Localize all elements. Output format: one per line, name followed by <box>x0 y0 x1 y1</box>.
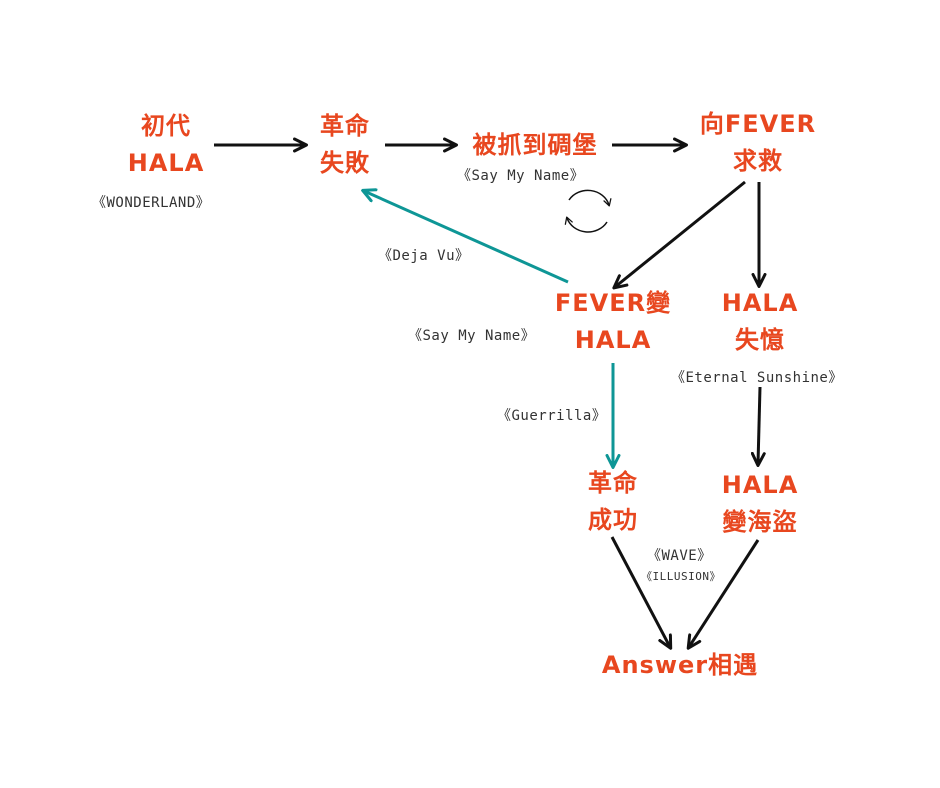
label-wonderland: 《WONDERLAND》 <box>92 195 211 211</box>
arrow-pirate-to-answer <box>686 539 760 650</box>
label-guerrilla: 《Guerrilla》 <box>497 408 607 424</box>
node-revolution-fail: 革命 失敗 <box>320 112 370 177</box>
node-fever-rescue: 向FEVER 求救 <box>699 110 817 175</box>
arrow-fever-hala-to-fail <box>361 188 569 284</box>
label-wave: 《WAVE》 <box>647 548 712 564</box>
node-captured-castle: 被抓到碉堡 <box>472 131 598 159</box>
label-say-my-name-top: 《Say My Name》 <box>457 168 585 184</box>
label-deja-vu: 《Deja Vu》 <box>378 248 470 264</box>
arrow-rescue-to-fever-hala <box>612 180 746 290</box>
arrow-success-to-answer <box>610 536 673 650</box>
node-answer-meet: Answer相遇 <box>601 651 759 679</box>
label-illusion: 《ILLUSION》 <box>641 570 721 583</box>
label-eternal-sunshine: 《Eternal Sunshine》 <box>671 370 843 386</box>
arrow-amnesia-to-pirate <box>750 386 766 467</box>
cycle-icon <box>564 189 612 233</box>
node-fever-becomes-hala: FEVER變 HALA <box>554 289 672 354</box>
node-hala-amnesia: HALA 失憶 <box>721 289 799 354</box>
label-say-my-name-mid: 《Say My Name》 <box>408 328 536 344</box>
node-hala-pirate: HALA 變海盜 <box>721 471 799 536</box>
node-initial-hala: 初代 HALA <box>127 112 205 177</box>
node-revolution-success: 革命 成功 <box>588 469 638 534</box>
